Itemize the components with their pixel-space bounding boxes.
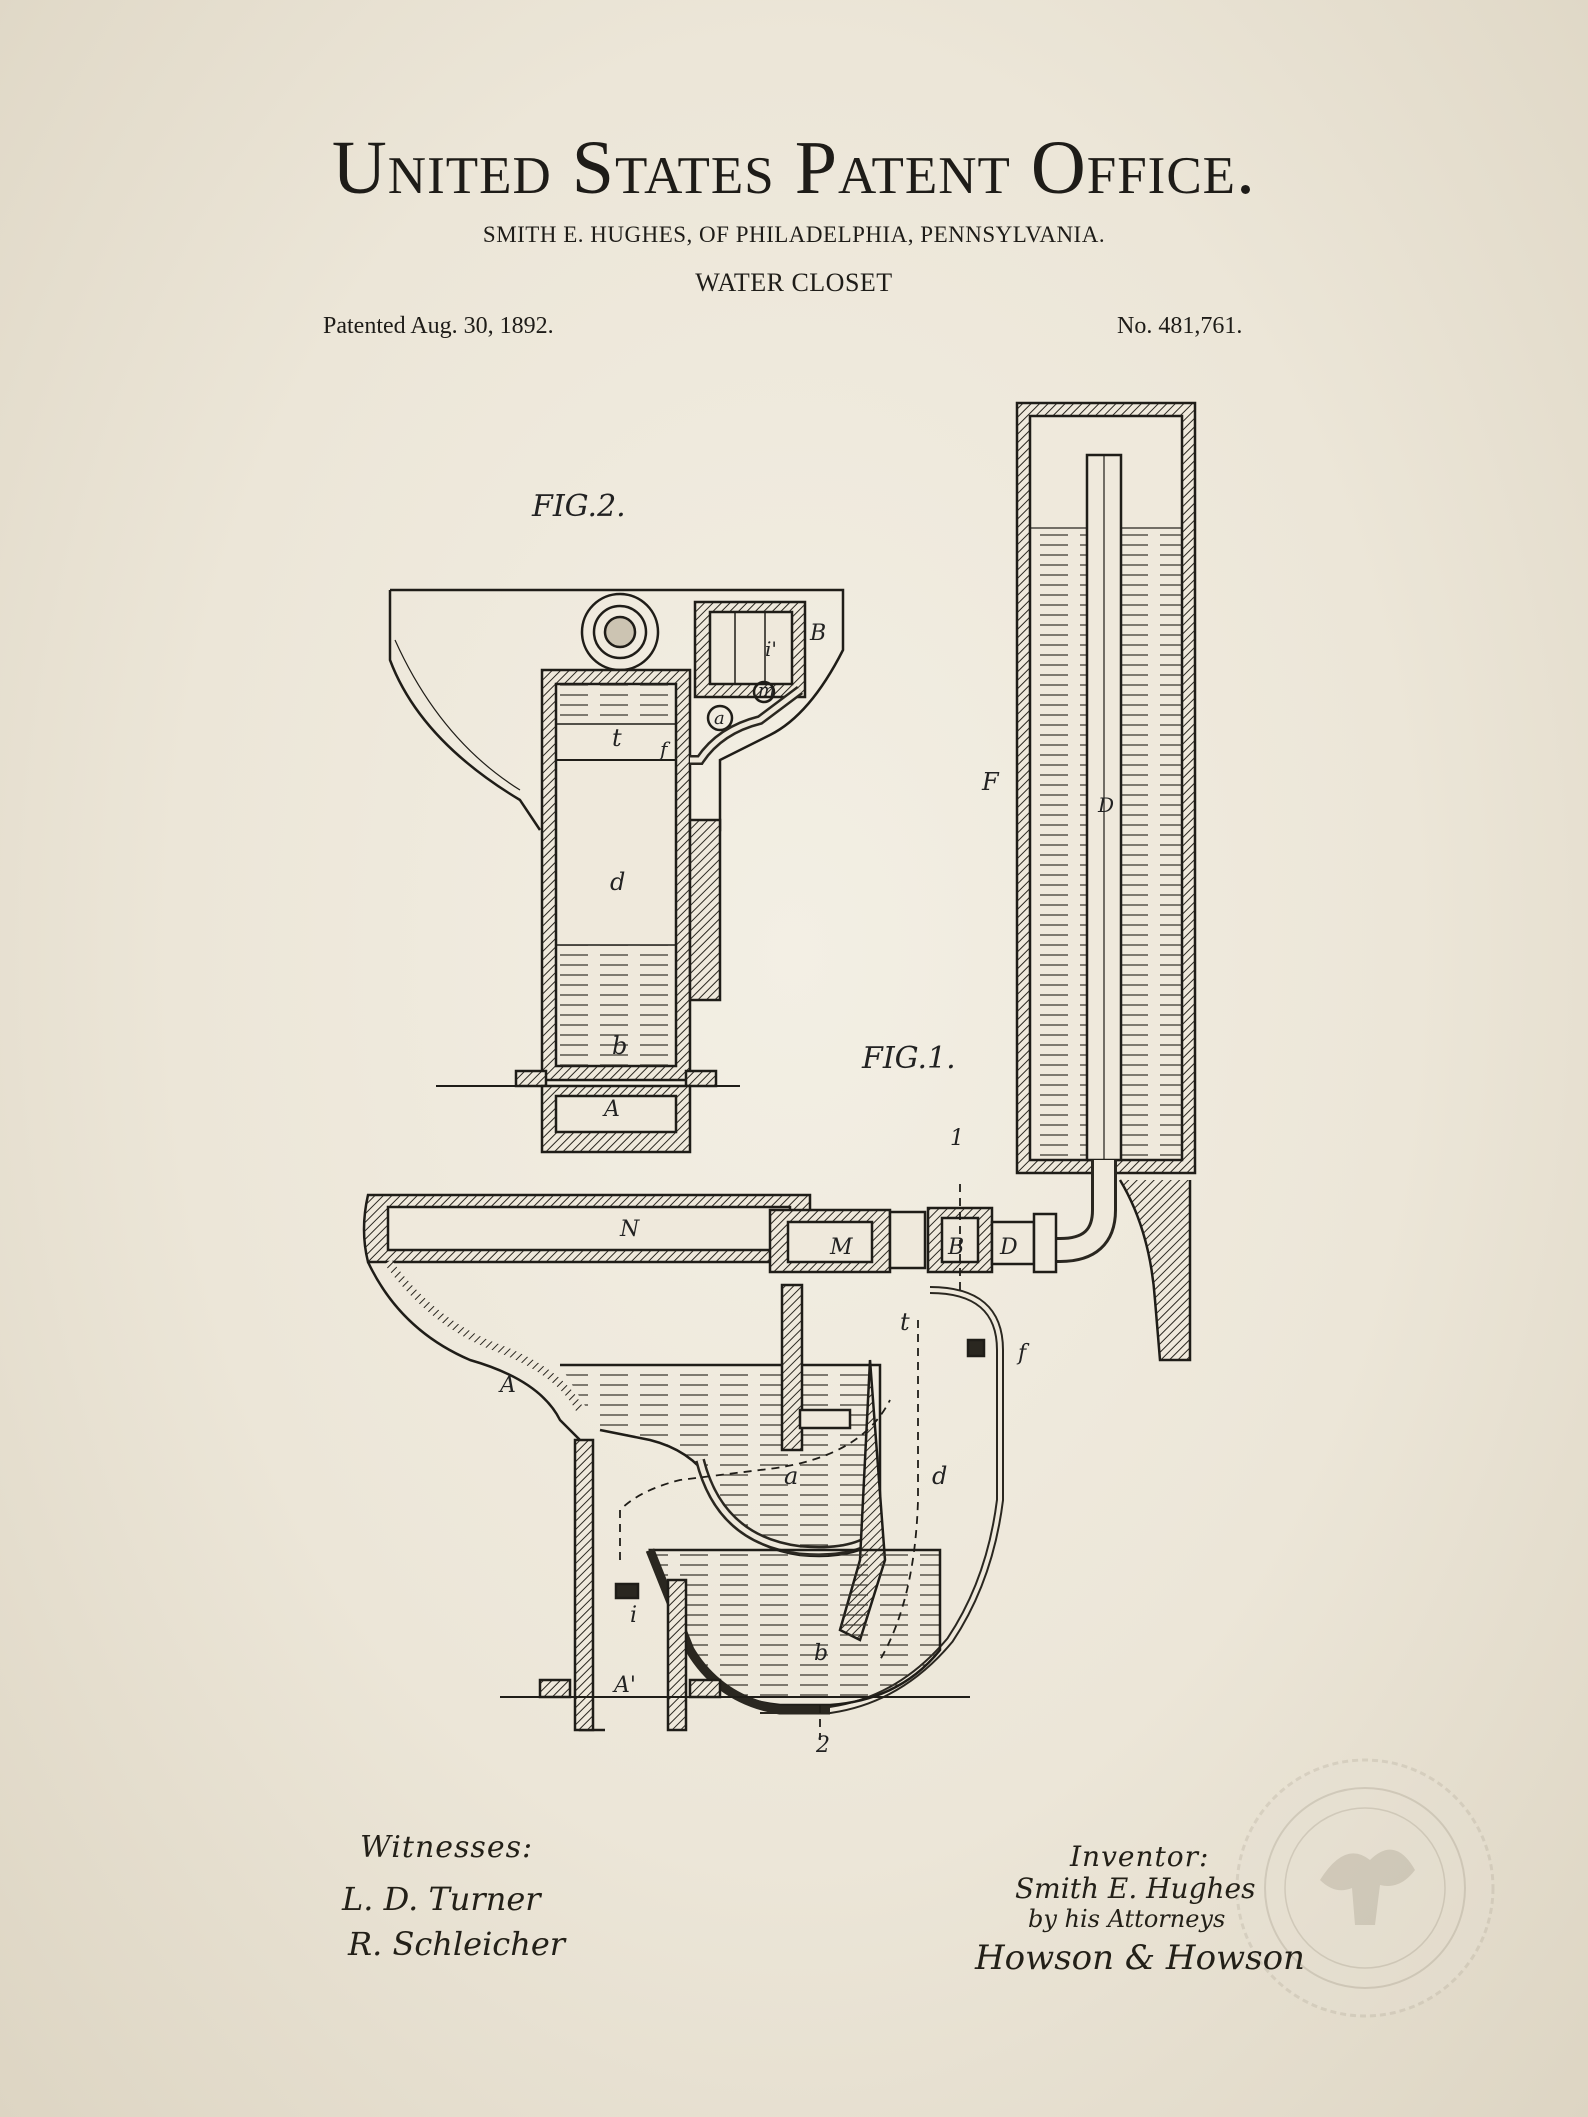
figure-1	[362, 1180, 1058, 1740]
label-d-tank: D	[1097, 793, 1114, 817]
fig2-label: FIG.2.	[531, 489, 626, 524]
patent-number: No. 481,761.	[1117, 313, 1243, 339]
label-m-cap: M	[829, 1235, 853, 1260]
figure-2	[388, 588, 845, 1154]
witness-signature-2: R. Schleicher	[348, 1925, 566, 1963]
label-n: N	[619, 1217, 640, 1242]
label-t-fig2: t	[612, 724, 622, 752]
label-a-prime: A'	[612, 1673, 636, 1698]
by-attorneys: by his Attorneys	[1028, 1905, 1226, 1933]
inventor-signature: Smith E. Hughes	[1015, 1872, 1256, 1905]
label-m: m	[758, 680, 775, 701]
inventor-heading: Inventor:	[1070, 1840, 1210, 1873]
label-d-fig2: d	[610, 868, 625, 896]
office-title: United States Patent Office.	[331, 126, 1257, 210]
label-b-fig1: b	[814, 1641, 828, 1666]
witnesses-heading: Witnesses:	[360, 1830, 534, 1865]
label-b-fig1: B	[947, 1235, 964, 1260]
patent-date: Patented Aug. 30, 1892.	[323, 313, 554, 339]
label-b-fig2: B	[809, 621, 826, 646]
label-i-prime: i'	[765, 637, 777, 661]
label-f-tank: F	[981, 768, 1000, 796]
fig1-label: FIG.1.	[861, 1041, 956, 1076]
label-b-small-fig2: b	[612, 1032, 627, 1060]
label-t-fig1: t	[900, 1308, 910, 1336]
label-d-pipe: D	[999, 1235, 1018, 1260]
label-f-fig1: f	[1016, 1341, 1030, 1366]
attorneys-signature: Howson & Howson	[975, 1938, 1305, 1978]
label-a-fig1: a	[784, 1462, 798, 1490]
label-one: 1	[950, 1126, 964, 1151]
label-two: 2	[815, 1733, 830, 1758]
patent-subject: WATER CLOSET	[695, 268, 893, 297]
tank-f	[1015, 401, 1197, 1362]
witness-signature-1: L. D. Turner	[342, 1880, 541, 1918]
patent-seal	[1235, 1758, 1495, 2018]
label-i-fig1: i	[630, 1603, 637, 1628]
label-d-fig1: d	[932, 1462, 947, 1490]
reference-labels: FIG.2. FIG.1. B i' a m t f d b A F D 1 N…	[498, 489, 1114, 1758]
label-a-cap-fig2: A	[602, 1097, 620, 1122]
inventor-line: SMITH E. HUGHES, OF PHILADELPHIA, PENNSY…	[482, 222, 1106, 247]
label-a-cap-fig1: A	[498, 1373, 516, 1398]
label-a-fig2: a	[714, 708, 725, 729]
